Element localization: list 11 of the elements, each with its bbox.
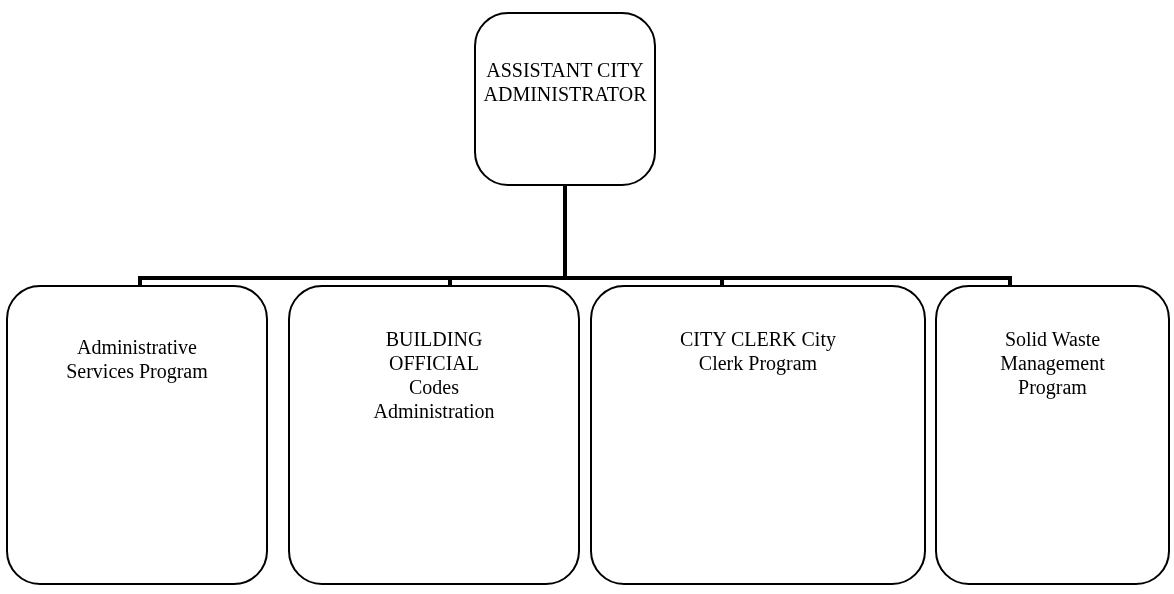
org-box bbox=[474, 12, 656, 186]
org-box bbox=[6, 285, 268, 585]
org-box bbox=[590, 285, 926, 585]
org-box bbox=[288, 285, 580, 585]
box-label: Administrative Services Program bbox=[65, 335, 209, 383]
org-box bbox=[935, 285, 1170, 585]
box-label: BUILDING OFFICIAL Codes Administration bbox=[372, 327, 496, 423]
box-label: Solid Waste Management Program bbox=[999, 327, 1106, 399]
box-label: CITY CLERK City Clerk Program bbox=[679, 327, 837, 375]
box-label: ASSISTANT CITY ADMINISTRATOR bbox=[482, 58, 648, 106]
connector-line bbox=[563, 186, 1012, 285]
